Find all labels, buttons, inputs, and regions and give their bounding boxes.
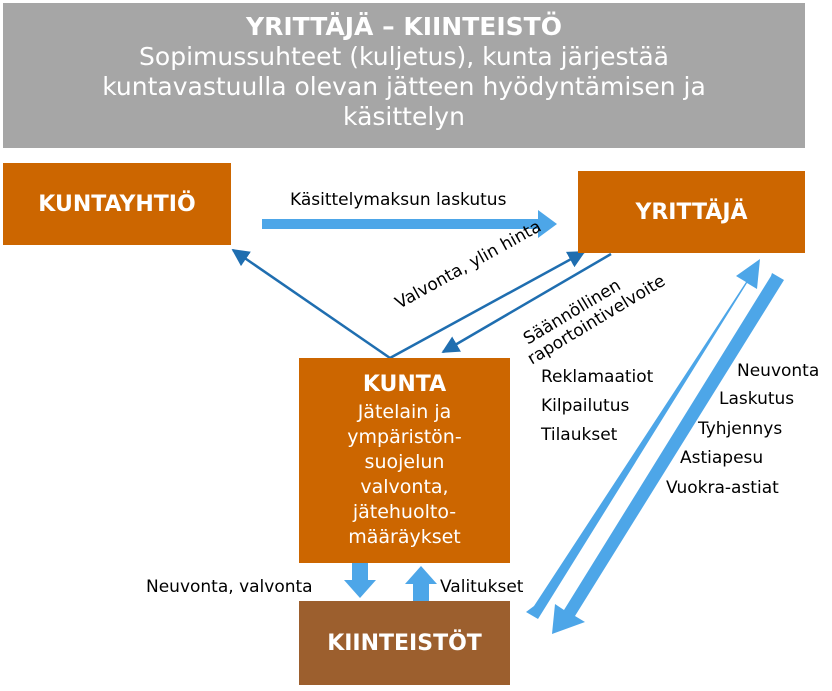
node-yrittaja: YRITTÄJÄ [578, 171, 805, 253]
banner-subtitle: Sopimussuhteet (kuljetus), kunta järjest… [102, 42, 706, 131]
left-list-item: Reklamaatiot [541, 367, 654, 387]
node-kiinteistot: KIINTEISTÖT [299, 601, 510, 685]
node-yrittaja-label: YRITTÄJÄ [635, 199, 748, 225]
banner-title: YRITTÄJÄ – KIINTEISTÖ [246, 12, 562, 41]
label-neuvonta-valvonta: Neuvonta, valvonta [146, 577, 313, 597]
node-kiinteistot-label: KIINTEISTÖT [327, 630, 482, 656]
complaints-up-arrow [405, 566, 437, 601]
node-kunta-description: Jätelain ja ympäristön-suojelun valvonta… [347, 401, 462, 548]
right-list-item: Vuokra-astiat [666, 478, 779, 498]
label-kasittelymaksu: Käsittelymaksun laskutus [290, 190, 507, 210]
reporting-arrow [441, 252, 612, 354]
orders-up-arrow [526, 259, 760, 619]
node-kuntayhtio-label: KUNTAYHTIÖ [38, 191, 196, 217]
label-valitukset: Valitukset [440, 577, 524, 597]
kunta-to-yrittaja-arrow [389, 250, 586, 360]
billing-arrow [262, 210, 557, 238]
left-list-item: Kilpailutus [541, 396, 630, 416]
header-banner: YRITTÄJÄ – KIINTEISTÖ Sopimussuhteet (ku… [3, 3, 805, 148]
node-kunta-title: KUNTA [362, 372, 447, 397]
right-list-item: Astiapesu [680, 448, 764, 468]
node-kuntayhtio: KUNTAYHTIÖ [3, 163, 231, 245]
right-list-item: Tyhjennys [698, 419, 783, 439]
services-down-arrow [552, 273, 784, 634]
node-kunta: KUNTA Jätelain ja ympäristön-suojelun va… [299, 358, 510, 563]
kunta-to-kuntayhtio-arrow [231, 248, 391, 360]
advice-down-arrow [344, 563, 376, 598]
left-list-item: Tilaukset [541, 425, 618, 445]
right-list-item: Neuvonta [737, 361, 820, 381]
right-list-item: Laskutus [719, 389, 795, 409]
